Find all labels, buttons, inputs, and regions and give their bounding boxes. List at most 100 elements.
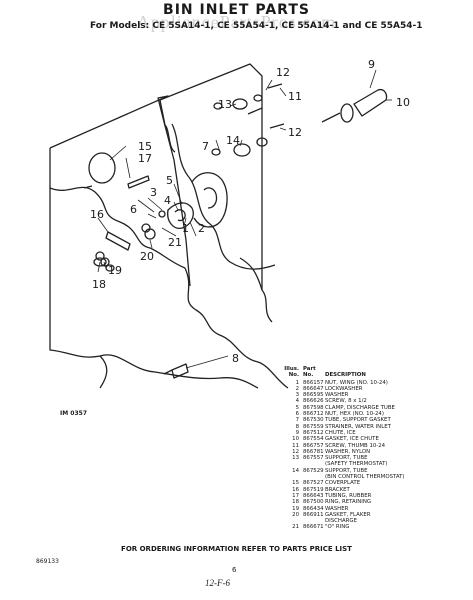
callout-12-top: 12 [276, 66, 290, 79]
row-illus-no: 17 [292, 492, 299, 499]
header-no-2: No. [303, 372, 314, 379]
row-illus-no: 6 [295, 411, 299, 418]
callout-12: 12 [288, 126, 302, 139]
coverplate-15 [88, 152, 116, 184]
row-part-no: 866157 [303, 379, 324, 386]
row-illus-no: 21 [292, 524, 299, 531]
row-illus-no: 16 [292, 486, 299, 493]
row-illus-no: 9 [295, 429, 299, 436]
row-part-no: 867512 [303, 429, 324, 436]
support-13 [232, 98, 248, 110]
row-description: RING, RETAINING [325, 499, 372, 506]
ordering-info: FOR ORDERING INFORMATION REFER TO PARTS … [121, 545, 352, 553]
row-part-no: 866643 [303, 492, 324, 499]
row-description: SCREW, THUMB 10-24 [325, 442, 386, 449]
row-illus-no: 2 [295, 385, 299, 392]
row-illus-no: 20 [292, 511, 299, 518]
row-part-no: 867554 [303, 436, 324, 443]
parts-table-header-2: No. No. DESCRIPTION [283, 372, 473, 378]
callout-15: 15 [138, 140, 152, 153]
strainer-8 [171, 363, 189, 379]
parts-table-header: Illus. Part [283, 366, 473, 372]
row-description: BRACKET [325, 486, 350, 493]
support-14 [233, 143, 251, 157]
row-illus-no: 8 [295, 423, 299, 430]
row-illus-no: 12 [292, 448, 299, 455]
bracket-16 [105, 231, 131, 251]
figure-number: IM 0357 [60, 410, 87, 417]
callout-16: 16 [90, 208, 104, 221]
page-title: BIN INLET PARTS [163, 2, 310, 18]
row-description: SUPPORT, TUBE [325, 467, 368, 474]
row-part-no: 866757 [303, 442, 324, 449]
row-part-no: 866595 [303, 392, 324, 399]
callout-20: 20 [140, 250, 154, 263]
callout-9: 9 [368, 58, 375, 71]
rubber-tubing-17 [127, 175, 150, 189]
callout-4: 4 [164, 194, 171, 207]
row-description: NUT, HEX (NO. 10-24) [325, 411, 384, 418]
row-description: (SAFETY THERMOSTAT) [325, 461, 388, 468]
table-row: (BIN CONTROL THERMOSTAT) [283, 474, 473, 480]
row-description: (BIN CONTROL THERMOSTAT) [325, 474, 405, 481]
row-description: CLAMP, DISCHARGE TUBE [325, 404, 395, 411]
row-part-no: 867527 [303, 480, 324, 487]
callout-2: 2 [198, 222, 205, 235]
callout-1: 1 [182, 222, 189, 235]
row-part-no: 867559 [303, 423, 324, 430]
callout-19: 19 [108, 264, 122, 277]
row-description: TUBING, RUBBER [325, 492, 372, 499]
table-row: (SAFETY THERMOSTAT) [283, 461, 473, 467]
header-part: Part [303, 366, 316, 372]
row-part-no: 866434 [303, 505, 324, 512]
discharge-tube [167, 202, 194, 229]
row-part-no: 867519 [303, 486, 324, 493]
header-description: DESCRIPTION [325, 372, 366, 379]
row-illus-no: 18 [292, 499, 299, 506]
row-part-no: 866712 [303, 411, 324, 418]
gasket-10 [340, 103, 354, 123]
row-part-no: 867530 [303, 417, 324, 424]
row-part-no: 867529 [303, 467, 324, 474]
row-illus-no: 15 [292, 480, 299, 487]
row-illus-no: 10 [292, 436, 299, 443]
callout-18: 18 [92, 278, 106, 291]
row-description: TUBE, SUPPORT GASKET [325, 417, 391, 424]
document-number: 869133 [36, 558, 59, 565]
row-description: WASHER, NYLON [325, 448, 371, 455]
header-illus: Illus. [284, 366, 299, 372]
callout-7: 7 [202, 140, 209, 153]
row-description: SCREW, 8 x 1/2 [325, 398, 367, 405]
callout-5: 5 [166, 174, 173, 187]
row-description: GASKET, FLAKER [325, 511, 371, 518]
row-description: CHUTE, ICE [325, 429, 356, 436]
row-description: "O" RING [325, 524, 350, 531]
row-illus-no: 14 [292, 467, 299, 474]
callout-13: 13 [218, 98, 232, 111]
header-no-1: No. [288, 372, 299, 379]
row-description: LOCKWASHER [325, 385, 363, 392]
callout-10: 10 [396, 96, 410, 109]
row-description: STRAINER, WATER INLET [325, 423, 391, 430]
row-illus-no: 13 [292, 455, 299, 462]
callout-6: 6 [130, 203, 137, 216]
callout-8: 8 [232, 352, 239, 365]
callout-21: 21 [168, 236, 182, 249]
